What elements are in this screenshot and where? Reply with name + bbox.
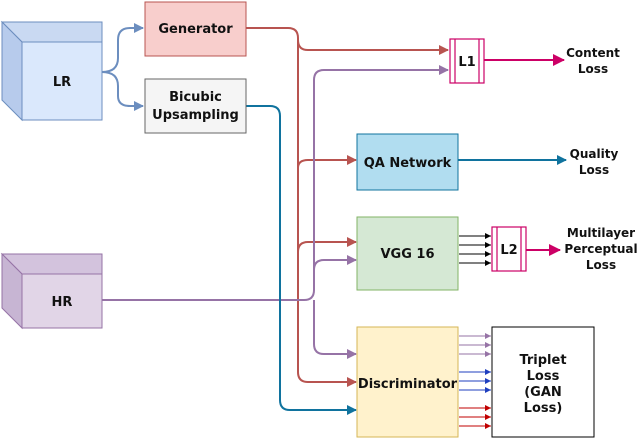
edge-generator-to-qa	[297, 155, 357, 169]
l1-box	[449, 38, 485, 84]
bicubic-label-line1: Bicubic	[169, 90, 222, 105]
triplet-label-line4: Loss)	[524, 401, 563, 416]
perceptual-loss-line3: Loss	[586, 258, 616, 272]
content-loss-line1: Content	[566, 46, 620, 60]
quality-loss-output: Quality Loss	[570, 147, 619, 177]
vgg-feature-arrows	[459, 233, 491, 266]
discriminator-feature-arrows	[459, 333, 491, 429]
vgg16-block: VGG 16	[356, 216, 459, 291]
qa-network-box	[356, 133, 459, 191]
quality-loss-line1: Quality	[570, 147, 619, 161]
hr-label: HR	[52, 295, 73, 310]
edge-bicubic-to-discriminator	[246, 105, 357, 415]
lr-block: LR	[0, 20, 103, 122]
edge-lr-to-generator	[101, 23, 144, 73]
edge-lr-to-bicubic	[101, 71, 144, 111]
generator-block: Generator	[144, 1, 247, 57]
edge-generator-to-l1	[246, 27, 449, 55]
discriminator-block: Discriminator	[356, 326, 459, 438]
vgg16-label: VGG 16	[380, 247, 434, 262]
perceptual-loss-line1: Multilayer	[567, 226, 635, 240]
qa-network-label: QA Network	[364, 156, 452, 171]
content-loss-output: Content Loss	[566, 46, 620, 76]
triplet-label-line1: Triplet	[519, 353, 566, 368]
bicubic-block: Bicubic Upsampling	[144, 78, 247, 134]
vgg16-box	[356, 216, 459, 291]
hr-block: HR	[0, 252, 103, 330]
triplet-loss-block: Triplet Loss (GAN Loss)	[491, 326, 595, 438]
edge-hr-to-l1	[313, 65, 449, 290]
l2-label: L2	[500, 243, 517, 258]
triplet-loss-box	[491, 326, 595, 438]
l2-block: L2	[491, 226, 527, 272]
generator-box	[144, 1, 247, 57]
hr-cube-front	[21, 273, 103, 329]
bicubic-label-line2: Upsampling	[152, 108, 239, 123]
edge-generator-spine	[297, 40, 354, 383]
edge-hr-to-discriminator	[313, 300, 357, 359]
l1-block: L1	[449, 38, 485, 84]
perceptual-loss-output: Multilayer Perceptual Loss	[564, 226, 637, 272]
triplet-label-line2: Loss	[527, 369, 560, 384]
lr-cube-front	[21, 41, 103, 121]
perceptual-loss-line2: Perceptual	[564, 242, 637, 256]
lr-label: LR	[53, 75, 71, 90]
content-loss-line2: Loss	[578, 62, 608, 76]
qa-network-block: QA Network	[356, 133, 459, 191]
discriminator-box	[356, 326, 459, 438]
quality-loss-line2: Loss	[579, 163, 609, 177]
triplet-label-line3: (GAN	[524, 385, 562, 400]
edge-hr-to-vgg	[313, 255, 357, 271]
discriminator-label: Discriminator	[358, 377, 458, 392]
generator-label: Generator	[158, 22, 233, 37]
bicubic-box	[144, 78, 247, 134]
l2-box	[491, 226, 527, 272]
l1-label: L1	[458, 55, 475, 70]
edge-hr-main	[102, 289, 315, 301]
edge-generator-to-vgg	[297, 237, 357, 253]
